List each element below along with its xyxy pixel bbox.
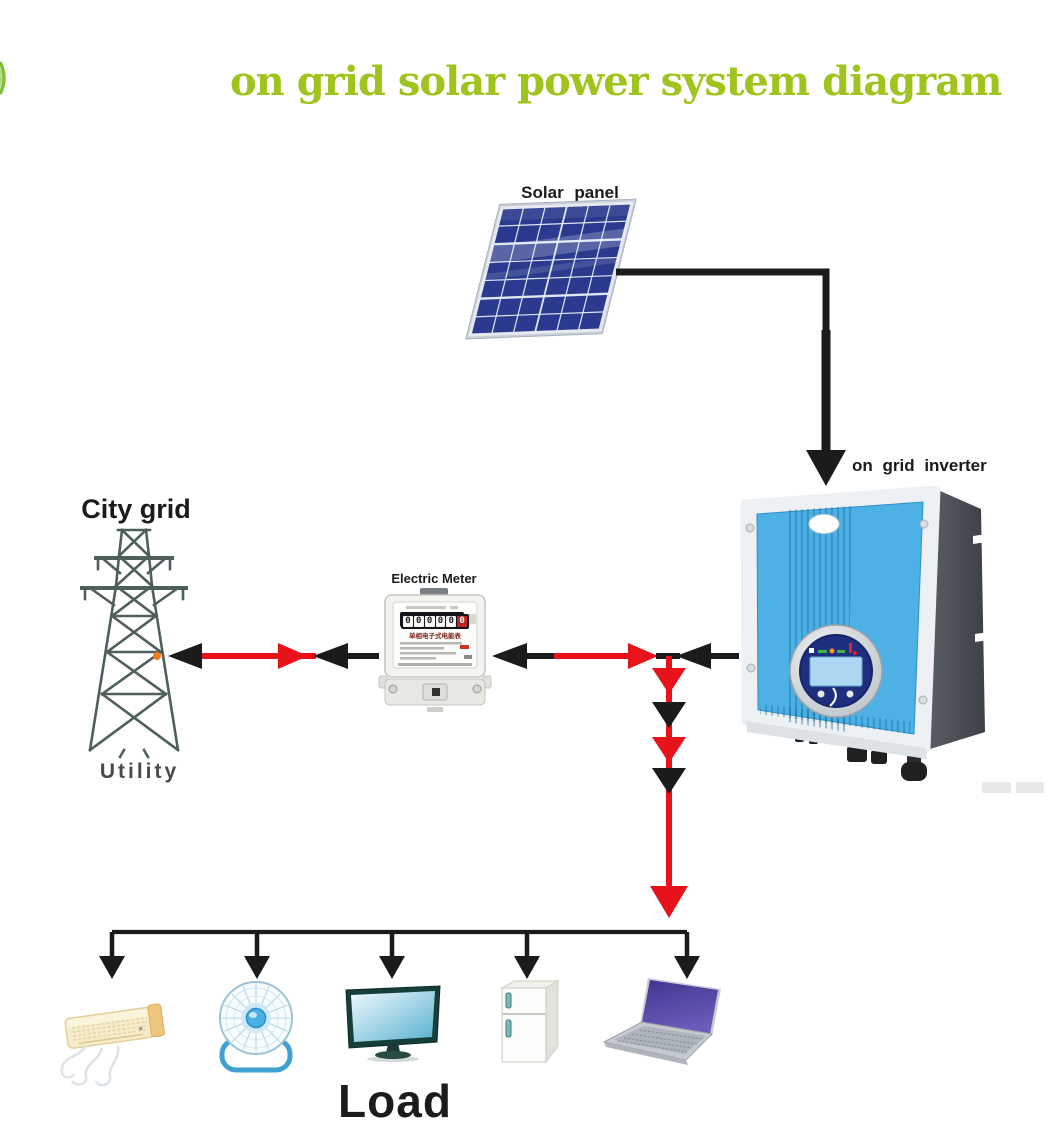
laptop-icon: [602, 978, 721, 1065]
meter-digit: 0: [403, 616, 413, 627]
green-arc-decoration: [0, 61, 6, 95]
meter-odometer: 0 0 0 0 0 0: [401, 614, 469, 629]
load-label: Load: [338, 1075, 452, 1127]
load-bus: [99, 929, 700, 979]
city-grid-label: City grid: [81, 494, 191, 524]
inverter-icon: [740, 485, 989, 781]
transmission-tower-icon: [80, 528, 188, 759]
watermark-smudge: [982, 782, 1044, 793]
inverter-side: [927, 490, 985, 750]
solar-panel-label: Solar panel: [521, 183, 619, 202]
meter-digit: 0: [435, 616, 446, 627]
inverter-logo-oval: [808, 514, 840, 534]
utility-label: Utility: [99, 760, 180, 783]
wire-inverter-to-junction: [656, 643, 739, 669]
electric-meter-icon: 单相电子式电能表: [378, 588, 492, 712]
television-icon: [345, 985, 441, 1062]
meter-digit: 0: [413, 616, 424, 627]
wire-junction-to-load: [650, 656, 688, 918]
wire-panel-to-inverter: [616, 268, 846, 486]
meter-digit: 0: [446, 616, 457, 627]
inverter-display: [789, 624, 883, 718]
air-conditioner-icon: [60, 1003, 165, 1087]
solar-panel-icon: [463, 194, 641, 350]
desk-fan-icon: [219, 981, 293, 1073]
airflow-squiggles: [60, 1045, 120, 1087]
refrigerator-icon: [500, 980, 560, 1064]
meter-digit-red: 0: [457, 616, 467, 627]
meter-nameplate-text: 单相电子式电能表: [409, 631, 462, 640]
wire-meter-to-junction: [492, 643, 658, 669]
electric-meter-label: Electric Meter: [391, 571, 477, 586]
page-title: on grid solar power system diagram: [230, 58, 1003, 105]
meter-digit: 0: [424, 616, 435, 627]
inverter-label: on grid inverter: [852, 456, 987, 475]
inverter-screws: [745, 519, 929, 705]
